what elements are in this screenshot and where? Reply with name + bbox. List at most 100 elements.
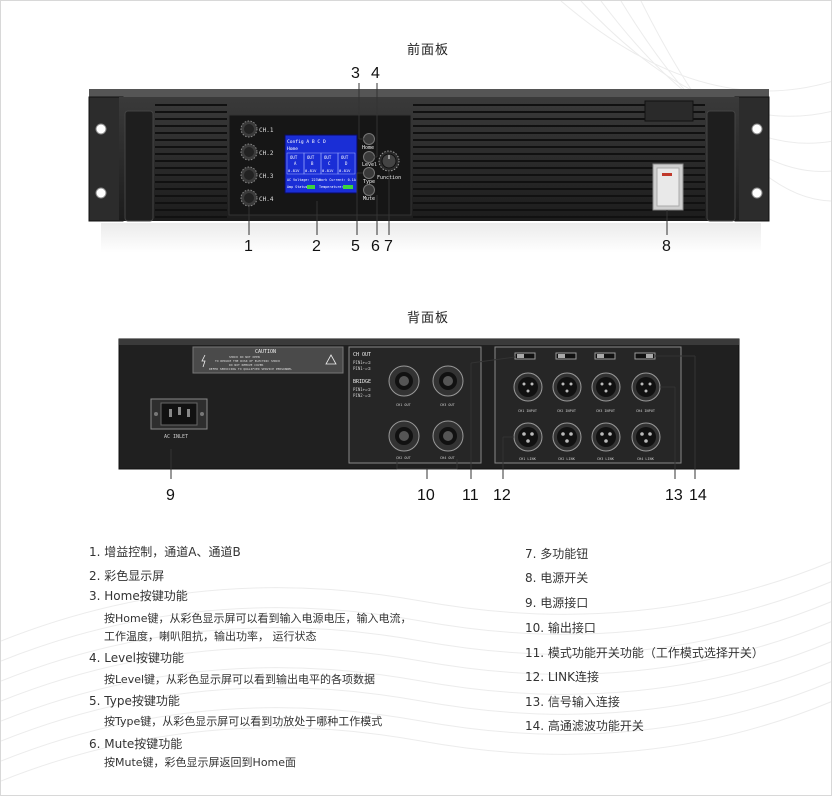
gain-knob-ch1[interactable] xyxy=(240,120,258,138)
lcd-stat: Work Current: 0.1A xyxy=(319,178,356,182)
speakon-label: CH4 OUT xyxy=(440,456,456,460)
gain-knob-ch3[interactable] xyxy=(240,166,258,184)
legend-item: 7. 多功能钮 xyxy=(525,547,589,561)
legend-item: 5. Type按键功能 xyxy=(89,694,180,708)
legend-subitem: 工作温度，喇叭阻抗，输出功率， 运行状态 xyxy=(104,630,317,643)
callout-5: 5 xyxy=(351,238,360,255)
svg-text:PIN1-=②: PIN1-=② xyxy=(353,366,371,371)
lcd-stat: Amp Status: xyxy=(287,185,309,189)
callout-13: 13 xyxy=(665,487,683,504)
callout-14: 14 xyxy=(689,487,707,504)
caution-label: CAUTION SHOCK DO NOT OPEN TO REDUCE THE … xyxy=(192,346,344,374)
xlr-link-ch3[interactable] xyxy=(591,422,621,452)
speakon-ch1[interactable] xyxy=(388,365,420,397)
mode-switch-1[interactable] xyxy=(514,352,536,360)
back-panel-title: 背面板 xyxy=(407,311,450,326)
legend-subitem: 按Home键，从彩色显示屏可以看到输入电源电压，输入电流， xyxy=(104,612,412,625)
lcd-line2: Home xyxy=(287,146,298,152)
lcd-out-label: OUT xyxy=(290,155,298,160)
back-panel: CAUTION SHOCK DO NOT OPEN TO REDUCE THE … xyxy=(118,338,740,479)
ac-inlet[interactable] xyxy=(150,398,208,430)
channel-label: CH.2 xyxy=(259,150,274,157)
callout-8: 8 xyxy=(662,238,671,255)
legend-item: 14. 高通滤波功能开关 xyxy=(525,719,644,733)
svg-text:PIN1+=①: PIN1+=① xyxy=(353,387,371,392)
lcd-stat: AC Voltage: 223V xyxy=(287,178,320,182)
front-vents xyxy=(155,104,705,218)
speakon-ch2[interactable] xyxy=(388,420,420,452)
svg-text:BRIDGE: BRIDGE xyxy=(353,379,371,385)
speakon-label: CH1 OUT xyxy=(396,403,412,407)
svg-text:CAUTION: CAUTION xyxy=(255,349,276,355)
callout-11: 11 xyxy=(462,487,479,504)
right-rack-ear xyxy=(734,96,770,222)
mute-button-label: Mute xyxy=(363,196,375,202)
svg-text:PIN2-=②: PIN2-=② xyxy=(353,393,371,398)
ac-inlet-label: AC INLET xyxy=(164,434,188,440)
right-handle xyxy=(706,110,736,222)
home-button-label: Home xyxy=(362,145,374,151)
callout-12: 12 xyxy=(493,487,511,504)
legend-subitem: 按Mute键，彩色显示屏返回到Home面 xyxy=(104,756,297,769)
xlr-link-ch4[interactable] xyxy=(631,422,661,452)
function-knob[interactable] xyxy=(378,150,400,172)
type-button[interactable] xyxy=(363,167,375,179)
lcd-line1: Config A B C D xyxy=(287,139,326,145)
svg-text:REFER SERVICING TO QUALIFIED S: REFER SERVICING TO QUALIFIED SERVICE PER… xyxy=(209,367,292,371)
svg-text:SHOCK DO NOT OPEN: SHOCK DO NOT OPEN xyxy=(229,355,260,359)
mode-switch-2[interactable] xyxy=(555,352,577,360)
legend-item: 10. 输出接口 xyxy=(525,621,596,635)
lcd-out-value: 0.81V xyxy=(288,168,300,173)
legend-item: 11. 模式功能开关功能（工作模式选择开关） xyxy=(525,646,764,660)
level-button-label: Level xyxy=(362,162,377,168)
channel-label: CH.1 xyxy=(259,127,274,134)
legend-item: 6. Mute按键功能 xyxy=(89,737,183,751)
lcd-out-label: OUT xyxy=(324,155,332,160)
legend-subitem: 按Level键，从彩色显示屏可以看到输出电平的各项数据 xyxy=(104,673,376,686)
callout-1: 1 xyxy=(244,238,253,255)
xlr-input-ch1[interactable] xyxy=(513,372,543,402)
speakon-ch4[interactable] xyxy=(432,420,464,452)
lcd-out-channel: B xyxy=(311,161,314,166)
link-label: CH3 LINK xyxy=(597,457,615,461)
input-label: CH1 INPUT xyxy=(518,409,538,413)
status-indicator xyxy=(307,185,315,189)
lcd-out-value: 0.81V xyxy=(322,168,334,173)
gain-knob-ch2[interactable] xyxy=(240,143,258,161)
speakon-ch3[interactable] xyxy=(432,365,464,397)
legend-subitem: 按Type键，从彩色显示屏可以看到功放处于哪种工作模式 xyxy=(104,715,383,728)
gain-knob-ch4[interactable] xyxy=(240,189,258,207)
legend-item: 2. 彩色显示屏 xyxy=(89,569,165,583)
callout-6: 6 xyxy=(371,238,380,255)
callout-3: 3 xyxy=(351,65,360,82)
front-panel: CH.1 CH.2 CH.3 CH.4 Config A B C D Home … xyxy=(88,83,770,253)
callout-2: 2 xyxy=(312,238,321,255)
legend-item: 4. Level按键功能 xyxy=(89,651,184,665)
mode-switch-3[interactable] xyxy=(594,352,616,360)
mute-button[interactable] xyxy=(363,184,375,196)
input-label: CH3 INPUT xyxy=(596,409,616,413)
callout-9: 9 xyxy=(166,487,175,504)
callout-10: 10 xyxy=(417,487,435,504)
input-label: CH4 INPUT xyxy=(636,409,656,413)
xlr-input-ch2[interactable] xyxy=(552,372,582,402)
link-label: CH2 LINK xyxy=(558,457,576,461)
legend-item: 9. 电源接口 xyxy=(525,596,589,610)
svg-text:PIN1+=①: PIN1+=① xyxy=(353,360,371,365)
power-switch[interactable] xyxy=(652,163,684,211)
lcd-stat: Temperature: xyxy=(319,185,344,189)
lcd-out-channel: A xyxy=(294,161,297,166)
type-button-label: Type xyxy=(363,179,375,185)
speakon-label: CH2 OUT xyxy=(396,456,412,460)
svg-text:CH OUT: CH OUT xyxy=(353,352,371,358)
legend-item: 3. Home按键功能 xyxy=(89,589,188,603)
front-top-lip xyxy=(89,89,769,97)
temperature-indicator xyxy=(343,185,353,189)
xlr-input-ch3[interactable] xyxy=(591,372,621,402)
legend-item: 13. 信号输入连接 xyxy=(525,695,620,709)
lcd-out-channel: C xyxy=(328,161,331,166)
callout-4: 4 xyxy=(371,65,380,82)
xlr-link-ch2[interactable] xyxy=(552,422,582,452)
